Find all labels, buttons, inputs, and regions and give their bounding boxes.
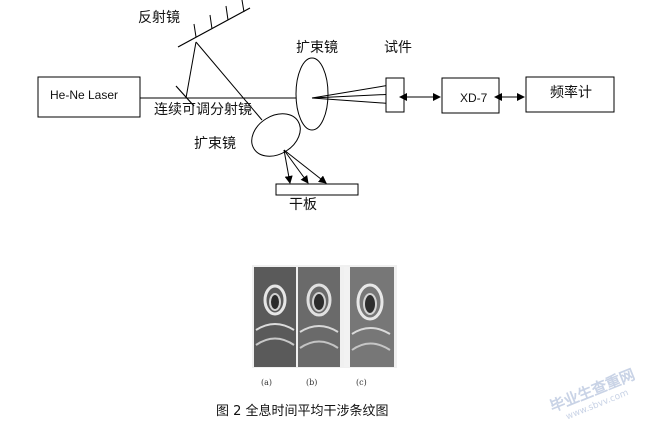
laser-box <box>37 76 141 118</box>
interference-photo <box>252 265 397 368</box>
plate-label: 干板 <box>289 197 317 213</box>
sample-label: 试件 <box>384 40 412 56</box>
reflector-label: 反射镜 <box>138 10 180 26</box>
freq-meter-label: 频率计 <box>550 85 592 101</box>
beam-expander-top-label: 扩束镜 <box>296 40 338 56</box>
xd7-label: XD-7 <box>460 91 488 105</box>
figure-caption: 图 2 全息时间平均干涉条纹图 <box>216 404 389 419</box>
reflector-mirror <box>177 0 251 48</box>
photo-panel-a <box>254 267 296 367</box>
freq-meter-box <box>525 76 615 113</box>
beam-to-reflector <box>185 41 197 99</box>
photo-label-c: (c) <box>356 378 367 387</box>
beam-reflected <box>195 41 263 121</box>
photo-panel-b <box>298 267 340 367</box>
sample-box <box>385 77 405 113</box>
xd7-box <box>441 77 500 114</box>
laser-label: He-Ne Laser <box>50 88 119 102</box>
beam-expander-bottom-label: 扩束镜 <box>194 136 236 152</box>
photo-panel-c <box>344 267 394 367</box>
splitter-label: 连续可调分射镜 <box>154 102 252 118</box>
photo-label-b: (b) <box>306 378 318 387</box>
photo-label-a: (a) <box>261 378 273 387</box>
beam-splitter <box>175 85 195 107</box>
beam-expander-top <box>295 57 329 131</box>
plate-box <box>275 183 359 196</box>
